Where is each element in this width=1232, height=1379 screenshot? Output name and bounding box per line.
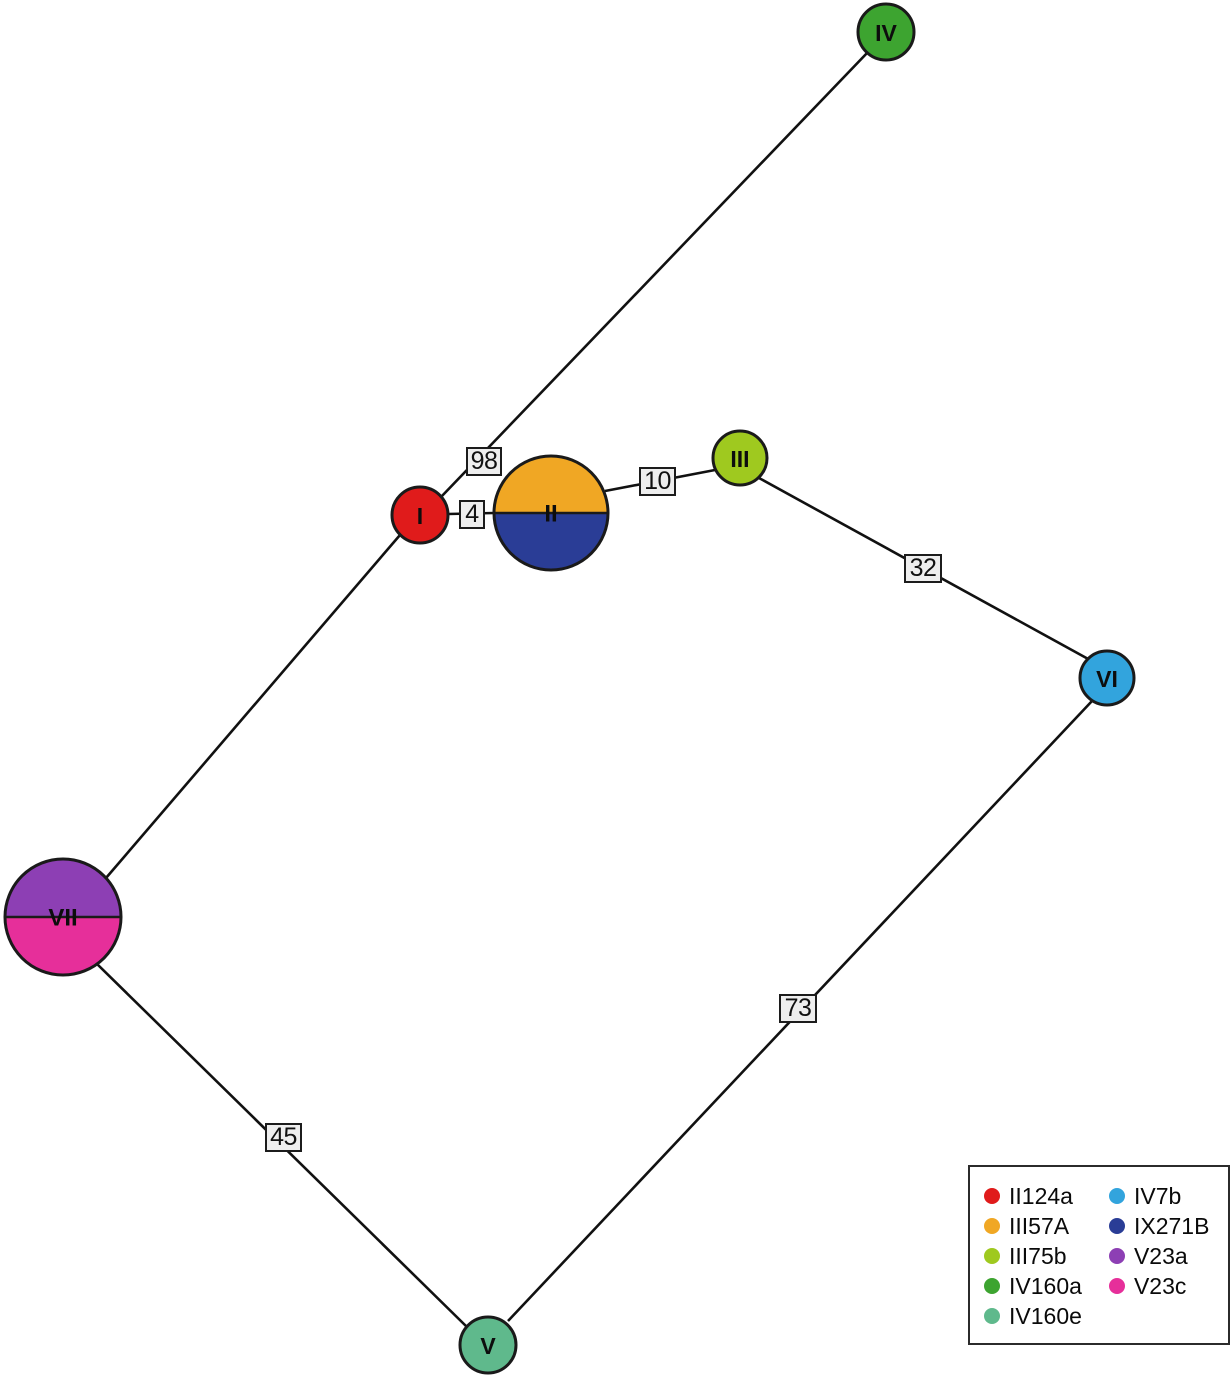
legend-label-IX271B: IX271B xyxy=(1133,1212,1210,1239)
legend-label-IV7b: IV7b xyxy=(1133,1182,1182,1209)
node-VI-label: VI xyxy=(1096,666,1118,692)
node-IV-outline xyxy=(856,2,916,62)
legend-item-V23c[interactable]: V23c xyxy=(1108,1271,1228,1301)
node-III-outline xyxy=(711,429,769,487)
node-VII-slice-V23a xyxy=(5,859,121,917)
node-VI-fill xyxy=(1080,651,1134,705)
node-V-outline xyxy=(458,1315,518,1375)
legend-swatch-III57A xyxy=(984,1218,1000,1234)
legend-item-V23a[interactable]: V23a xyxy=(1108,1241,1228,1271)
edge-label-I-IV: 98 xyxy=(466,447,502,476)
legend-item-II124a[interactable]: II124a xyxy=(984,1181,1109,1211)
legend-swatch-IX271B xyxy=(1108,1218,1125,1234)
legend-swatch-V23a xyxy=(1108,1248,1125,1264)
node-VI-outline xyxy=(1078,649,1136,707)
node-III[interactable]: III xyxy=(711,429,769,487)
node-IV-fill xyxy=(858,4,914,60)
node-VII-label: VII xyxy=(48,905,77,932)
edge-label-I-II: 4 xyxy=(459,500,485,529)
node-I-outline xyxy=(390,485,450,545)
legend-column-right: IV7b IX271B V23a V23c xyxy=(1108,1181,1228,1301)
legend-label-III75b: III75b xyxy=(1009,1242,1067,1269)
node-I-fill xyxy=(392,487,448,543)
legend-label-II124a: II124a xyxy=(1009,1182,1073,1209)
node-I[interactable]: I xyxy=(390,485,450,545)
node-VII-outline xyxy=(3,857,123,977)
edge-label-V-VII: 45 xyxy=(265,1123,302,1152)
edge-label-III-VI: 32 xyxy=(904,554,942,583)
legend-item-IV7b[interactable]: IV7b xyxy=(1108,1181,1228,1211)
legend-swatch-III75b xyxy=(984,1248,1000,1264)
node-I-label: I xyxy=(417,503,423,529)
node-II-label: II xyxy=(544,501,557,528)
legend: II124a III57A III75b IV160a IV160e IV7b … xyxy=(968,1165,1230,1345)
node-III-fill xyxy=(713,431,767,485)
legend-swatch-IV7b xyxy=(1108,1188,1125,1204)
edge-label-II-III: 10 xyxy=(639,467,676,496)
edges-layer xyxy=(94,51,1093,1328)
node-IV-label: IV xyxy=(875,20,897,46)
legend-item-III75b[interactable]: III75b xyxy=(984,1241,1109,1271)
node-II-slice-III57A xyxy=(494,456,608,513)
legend-swatch-II124a xyxy=(984,1188,1000,1204)
nodes-layer: I II III IV V VI xyxy=(3,2,1136,1375)
legend-item-IV160a[interactable]: IV160a xyxy=(984,1271,1109,1301)
node-VII-slice-V23c xyxy=(5,917,121,975)
legend-swatch-IV160e xyxy=(984,1308,1000,1324)
legend-label-V23a: V23a xyxy=(1133,1242,1188,1269)
node-IV[interactable]: IV xyxy=(856,2,916,62)
legend-swatch-V23c xyxy=(1108,1278,1125,1294)
edge-label-VI-V: 73 xyxy=(779,994,817,1023)
legend-item-IX271B[interactable]: IX271B xyxy=(1108,1211,1228,1241)
legend-label-IV160a: IV160a xyxy=(1009,1272,1082,1299)
legend-item-IV160e[interactable]: IV160e xyxy=(984,1301,1109,1331)
legend-label-III57A: III57A xyxy=(1009,1212,1070,1239)
node-V-fill xyxy=(460,1317,516,1373)
node-III-label: III xyxy=(730,446,749,472)
node-V[interactable]: V xyxy=(458,1315,518,1375)
legend-item-III57A[interactable]: III57A xyxy=(984,1211,1109,1241)
edge-I-IV xyxy=(440,51,869,498)
legend-label-IV160e: IV160e xyxy=(1009,1302,1082,1329)
node-VI[interactable]: VI xyxy=(1078,649,1136,707)
legend-column-left: II124a III57A III75b IV160a IV160e xyxy=(984,1181,1109,1331)
legend-label-V23c: V23c xyxy=(1133,1272,1187,1299)
node-VII[interactable]: VII xyxy=(3,857,123,977)
edge-VII-I xyxy=(105,534,401,879)
node-II[interactable]: II xyxy=(492,454,610,572)
node-II-slice-IX271B xyxy=(494,513,608,570)
legend-swatch-IV160a xyxy=(984,1278,1000,1294)
node-V-label: V xyxy=(480,1333,496,1359)
node-II-outline xyxy=(492,454,610,572)
